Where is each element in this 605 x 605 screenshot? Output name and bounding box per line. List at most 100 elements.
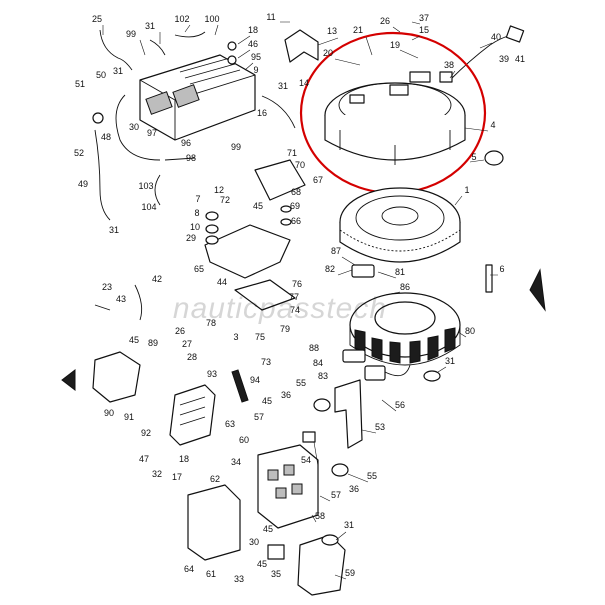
callout-c30: 30 <box>129 122 139 132</box>
callout-c13: 13 <box>327 26 337 36</box>
arrow-left <box>61 368 76 392</box>
callout-c34: 34 <box>231 457 241 467</box>
callout-c64: 64 <box>184 564 194 574</box>
callout-c61: 61 <box>206 569 216 579</box>
callout-c75: 75 <box>255 332 265 342</box>
callout-c14: 14 <box>299 78 309 88</box>
connector-block-2 <box>342 349 366 363</box>
cover-plate <box>187 484 241 561</box>
callout-c19: 19 <box>390 40 400 50</box>
fuse-35 <box>267 544 285 560</box>
callout-c98: 98 <box>186 153 196 163</box>
connector-block <box>351 264 375 278</box>
wire-42 <box>134 284 143 321</box>
callout-c56: 56 <box>395 400 405 410</box>
callout-c36b: 36 <box>349 484 359 494</box>
callout-c45c: 45 <box>262 396 272 406</box>
callout-c102: 102 <box>174 14 189 24</box>
callout-c15: 15 <box>419 25 429 35</box>
callout-c53: 53 <box>375 422 385 432</box>
sensor-wire <box>439 25 525 83</box>
callout-c5: 5 <box>471 152 476 162</box>
callout-c99b: 99 <box>231 142 241 152</box>
callout-c78: 78 <box>206 318 216 328</box>
callout-c92: 92 <box>141 428 151 438</box>
wire-harness-cables <box>92 29 296 221</box>
callout-c103: 103 <box>138 181 153 191</box>
callout-c33: 33 <box>234 574 244 584</box>
callout-c41: 41 <box>515 54 525 64</box>
callout-c20: 20 <box>323 48 333 58</box>
callout-c26: 26 <box>380 16 390 26</box>
callout-c57a: 57 <box>254 412 264 422</box>
callout-c91: 91 <box>124 412 134 422</box>
callout-c46: 46 <box>248 39 258 49</box>
callout-c16: 16 <box>257 108 267 118</box>
cover-59 <box>297 534 346 596</box>
callout-c82: 82 <box>325 264 335 274</box>
callout-c70: 70 <box>295 160 305 170</box>
stator-lead <box>384 364 411 377</box>
callout-c88: 88 <box>309 343 319 353</box>
power-pack-module <box>139 54 256 141</box>
callout-c86: 86 <box>400 282 410 292</box>
callout-c69: 69 <box>290 201 300 211</box>
callout-c97: 97 <box>147 128 157 138</box>
callout-c31a: 31 <box>145 21 155 31</box>
callout-c94: 94 <box>250 375 260 385</box>
callout-c51: 51 <box>75 79 85 89</box>
callout-c55b: 55 <box>367 471 377 481</box>
callout-c57b: 57 <box>331 490 341 500</box>
callout-c48: 48 <box>101 132 111 142</box>
callout-c44: 44 <box>217 277 227 287</box>
callout-c42: 42 <box>152 274 162 284</box>
callout-c1: 1 <box>464 185 469 195</box>
callout-c72: 72 <box>220 195 230 205</box>
callout-c54: 54 <box>301 455 311 465</box>
gasket-plate <box>234 279 296 311</box>
bolt <box>485 264 493 293</box>
callout-c84: 84 <box>313 358 323 368</box>
callout-c74: 74 <box>290 305 300 315</box>
callout-c35: 35 <box>271 569 281 579</box>
callout-c73: 73 <box>261 357 271 367</box>
bushing-55a <box>313 398 331 412</box>
callout-c45a: 45 <box>253 201 263 211</box>
callout-c58: 58 <box>315 511 325 521</box>
callout-c76: 76 <box>292 279 302 289</box>
terminal-box <box>257 444 319 529</box>
callout-c100: 100 <box>204 14 219 24</box>
callout-c45b: 45 <box>129 335 139 345</box>
callout-c12: 12 <box>214 185 224 195</box>
support-bracket <box>334 379 363 449</box>
spacer-54 <box>302 431 316 443</box>
callout-c10: 10 <box>190 222 200 232</box>
callout-c45e: 45 <box>257 559 267 569</box>
callout-c59: 59 <box>345 568 355 578</box>
timer-base-ring <box>324 71 466 165</box>
callout-c81: 81 <box>395 267 405 277</box>
connector-block-3 <box>364 365 386 381</box>
callout-c71: 71 <box>287 148 297 158</box>
clamp-31 <box>321 534 339 546</box>
grommet <box>484 150 504 166</box>
wire-43 <box>94 304 111 311</box>
callout-c6: 6 <box>499 264 504 274</box>
callout-c55a: 55 <box>296 378 306 388</box>
callout-c67: 67 <box>313 175 323 185</box>
callout-c66: 66 <box>291 216 301 226</box>
callout-c104: 104 <box>141 202 156 212</box>
callout-c60: 60 <box>239 435 249 445</box>
callout-c30b: 30 <box>249 537 259 547</box>
callout-c62: 62 <box>210 474 220 484</box>
callout-c65: 65 <box>194 264 204 274</box>
callout-c11: 11 <box>266 12 275 22</box>
callout-c77: 77 <box>289 292 299 302</box>
callout-c80: 80 <box>465 326 475 336</box>
callout-c50: 50 <box>96 70 106 80</box>
callout-c9: 9 <box>253 65 258 75</box>
callout-c39: 39 <box>499 54 509 64</box>
callout-c93: 93 <box>207 369 217 379</box>
